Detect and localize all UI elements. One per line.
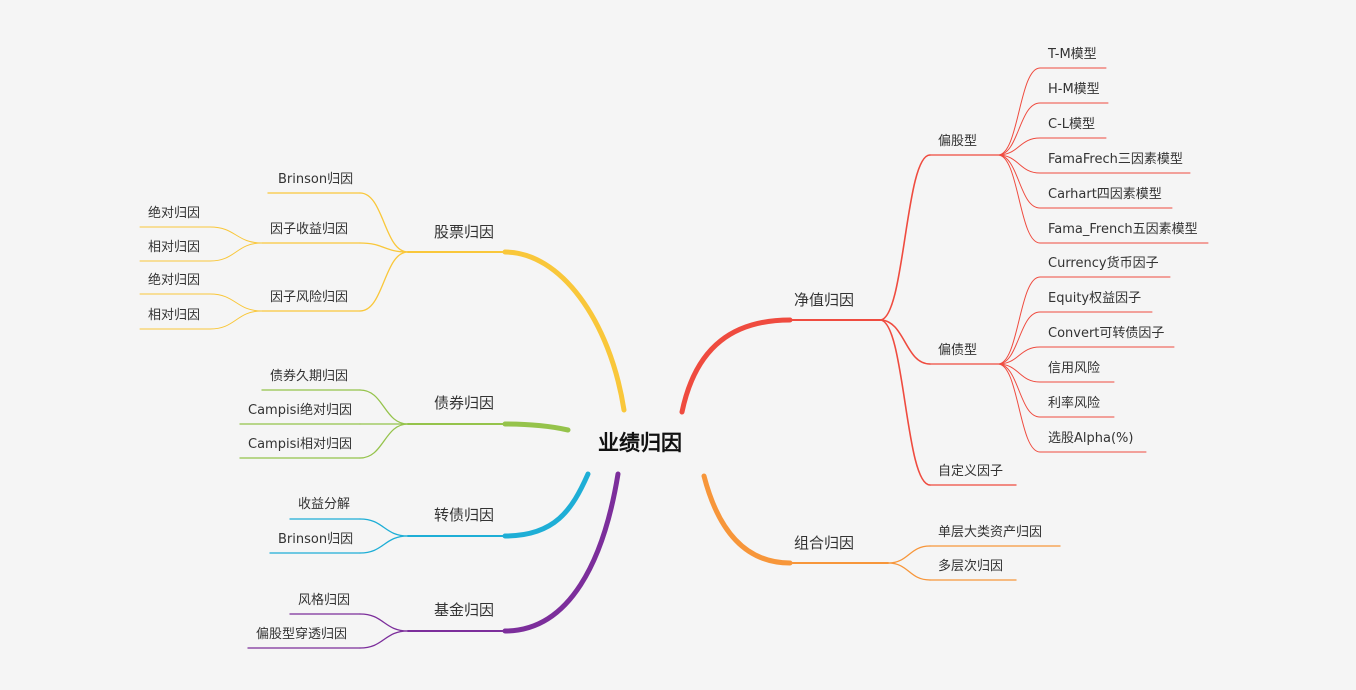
node-factor-return[interactable]: 因子收益归因	[270, 222, 349, 237]
leaf-factor-risk-relative[interactable]: 相对归因	[148, 308, 201, 323]
connector-equity-leaf-0	[997, 67, 1041, 156]
leaf-style-attribution[interactable]: 风格归因	[298, 593, 351, 608]
leaf-rate-risk[interactable]: 利率风险	[1048, 396, 1101, 411]
leaf-credit-risk[interactable]: 信用风险	[1048, 361, 1101, 376]
connector-stock-factor-risk	[359, 251, 409, 312]
connector-equity-leaf-5	[997, 154, 1041, 244]
connector-conv-item-0	[359, 518, 409, 537]
node-equity-biased[interactable]: 偏股型	[938, 134, 978, 149]
leaf-hm-model[interactable]: H-M模型	[1048, 82, 1100, 97]
branch-net-value[interactable]: 净值归因	[794, 291, 855, 309]
leaf-bond-duration[interactable]: 债券久期归因	[270, 369, 349, 384]
connector-equity-leaf-1	[997, 102, 1041, 156]
node-factor-risk[interactable]: 因子风险归因	[270, 290, 349, 305]
connector-root-convertible	[502, 471, 591, 539]
node-stock-brinson[interactable]: Brinson归因	[278, 172, 354, 187]
connector-net-equity-biased	[879, 154, 931, 321]
connector-bond-leaf-5	[997, 363, 1041, 453]
connector-net-custom	[879, 319, 931, 486]
branch-stock[interactable]: 股票归因	[434, 223, 495, 241]
connector-portfolio-leaf-0	[887, 545, 931, 564]
connector-net-bond-biased	[879, 319, 931, 365]
leaf-single-layer-asset[interactable]: 单层大类资产归因	[938, 525, 1043, 540]
leaf-factor-return-absolute[interactable]: 绝对归因	[148, 206, 201, 221]
connector-frisk-rel	[209, 310, 263, 330]
leaf-fama-five-factor[interactable]: Fama_French五因素模型	[1048, 222, 1198, 237]
root-node[interactable]: 业绩归因	[598, 431, 682, 455]
connector-bond-item-2	[359, 423, 409, 459]
connector-fr-rel	[209, 242, 263, 262]
leaf-factor-risk-absolute[interactable]: 绝对归因	[148, 273, 201, 288]
leaf-campisi-relative[interactable]: Campisi相对归因	[248, 437, 352, 452]
leaf-cl-model[interactable]: C-L模型	[1048, 117, 1096, 132]
leaf-equity-factor[interactable]: Equity权益因子	[1048, 291, 1142, 306]
connector-fund-item-1	[359, 630, 409, 649]
branch-portfolio[interactable]: 组合归因	[794, 534, 855, 552]
node-bond-biased[interactable]: 偏债型	[938, 343, 978, 358]
connector-bond-item-0	[359, 389, 409, 425]
connector-fr-abs	[209, 226, 263, 244]
leaf-campisi-absolute[interactable]: Campisi绝对归因	[248, 403, 352, 418]
branch-bond[interactable]: 债券归因	[434, 394, 495, 412]
leaf-factor-return-relative[interactable]: 相对归因	[148, 240, 201, 255]
connector-root-stock	[502, 249, 627, 413]
connector-frisk-abs	[209, 293, 263, 312]
connector-fund-item-0	[359, 613, 409, 632]
connector-equity-leaf-2	[997, 137, 1041, 156]
leaf-fama-three-factor[interactable]: FamaFrech三因素模型	[1048, 152, 1183, 167]
leaf-convertible-brinson[interactable]: Brinson归因	[278, 532, 354, 547]
leaf-carhart-four-factor[interactable]: Carhart四因素模型	[1048, 187, 1162, 202]
connector-portfolio-leaf-1	[887, 562, 931, 581]
leaf-currency-factor[interactable]: Currency货币因子	[1048, 256, 1159, 271]
connector-root-net-value	[679, 317, 793, 415]
connector-bond-leaf-4	[997, 363, 1041, 418]
connector-root-portfolio	[701, 473, 793, 566]
connector-root-bond	[502, 421, 571, 433]
leaf-tm-model[interactable]: T-M模型	[1048, 47, 1097, 62]
connector-root-fund	[502, 471, 621, 634]
branch-convertible[interactable]: 转债归因	[434, 506, 495, 524]
connector-stock-brinson	[359, 192, 409, 253]
connector-stock-factor-return	[359, 242, 409, 253]
connector-conv-item-1	[359, 535, 409, 554]
node-custom-factor[interactable]: 自定义因子	[938, 464, 1004, 479]
connector-equity-leaf-4	[997, 154, 1041, 209]
connector-bond-leaf-2	[997, 346, 1041, 365]
leaf-equity-penetration[interactable]: 偏股型穿透归因	[256, 627, 348, 642]
branch-fund[interactable]: 基金归因	[434, 601, 495, 619]
leaf-return-decomposition[interactable]: 收益分解	[298, 497, 351, 512]
leaf-stock-alpha[interactable]: 选股Alpha(%)	[1048, 431, 1134, 446]
leaf-convert-factor[interactable]: Convert可转债因子	[1048, 326, 1165, 341]
connector-bond-leaf-1	[997, 311, 1041, 365]
connector-bond-leaf-0	[997, 276, 1041, 365]
leaf-multi-layer[interactable]: 多层次归因	[938, 559, 1004, 574]
